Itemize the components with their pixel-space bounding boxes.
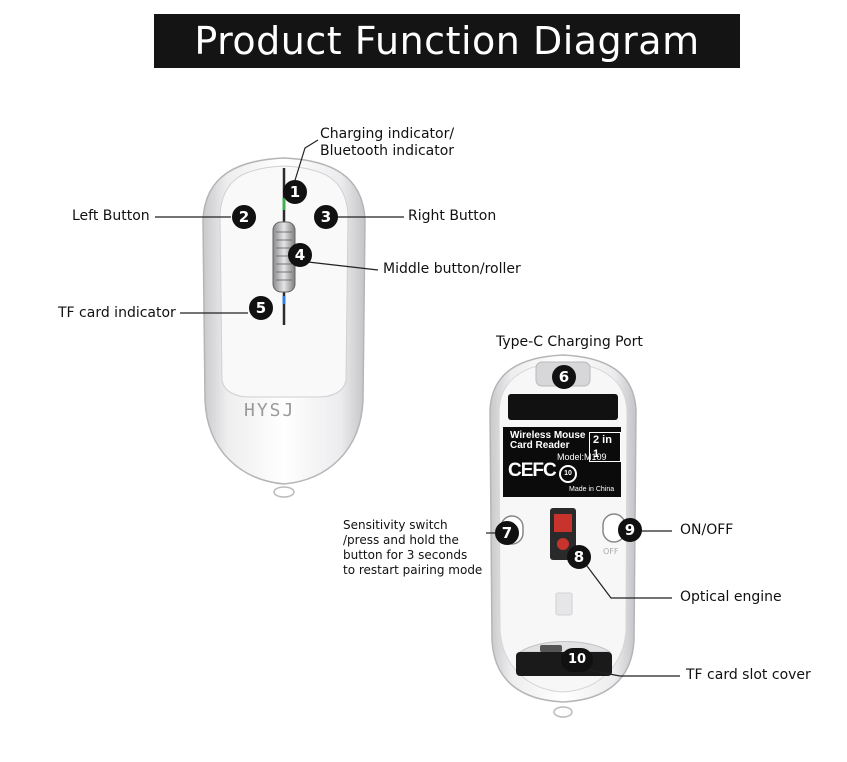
callout-badge-2: 2: [232, 205, 256, 229]
callout-badge-5: 5: [249, 296, 273, 320]
certification-marks: CEFC: [508, 460, 557, 481]
sticker-origin: Made in China: [569, 486, 615, 493]
callout-badge-9: 9: [618, 518, 642, 542]
callout-badge-1: 1: [283, 180, 307, 204]
page-title: Product Function Diagram: [154, 14, 740, 68]
callout-badge-7: 7: [495, 521, 519, 545]
label-optical-engine: Optical engine: [680, 589, 782, 605]
sticker-badge: 2 in 1: [589, 432, 621, 462]
label-charging-indicator: Charging indicator/ Bluetooth indicator: [320, 126, 455, 159]
label-on-off: ON/OFF: [680, 522, 734, 538]
leader-lines: [155, 139, 680, 677]
callout-badge-10: 10: [561, 648, 593, 672]
off-switch-label: OFF: [603, 547, 619, 556]
label-tf-card-indicator: TF card indicator: [58, 305, 176, 321]
product-label-sticker: Wireless Mouse Card Reader 2 in 1 Model:…: [503, 427, 621, 497]
sticker-line2: Card Reader: [510, 440, 570, 451]
label-sensitivity-switch: Sensitivity switch /press and hold the b…: [343, 518, 483, 577]
callout-badge-3: 3: [314, 205, 338, 229]
mouse-top-view: [202, 157, 366, 498]
rohs-icon: 10: [559, 465, 577, 483]
callout-badge-6: 6: [552, 365, 576, 389]
label-type-c-port: Type-C Charging Port: [496, 334, 643, 350]
sticker-model: Model:M109: [557, 452, 607, 462]
brand-logo: HYSJ: [244, 400, 296, 421]
label-left-button: Left Button: [72, 208, 150, 224]
label-right-button: Right Button: [408, 208, 497, 224]
callout-badge-4: 4: [288, 243, 312, 267]
label-middle-button: Middle button/roller: [383, 261, 521, 277]
sticker-line1: Wireless Mouse: [510, 430, 586, 441]
callout-badge-8: 8: [567, 545, 591, 569]
label-tf-card-slot-cover: TF card slot cover: [686, 667, 811, 683]
